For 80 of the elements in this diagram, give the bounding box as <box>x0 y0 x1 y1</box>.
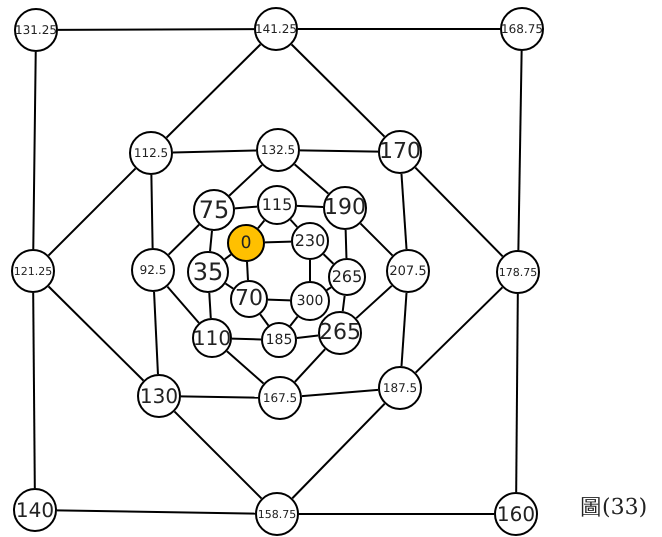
connector-line <box>294 164 330 194</box>
connector-line <box>296 204 324 208</box>
connector-line <box>246 262 249 280</box>
number-circle: 207.5 <box>386 249 430 293</box>
connector-line <box>150 174 154 248</box>
connector-line <box>414 286 504 374</box>
number-circle: 70 <box>230 280 268 318</box>
connector-line <box>228 164 263 196</box>
connector-line <box>180 395 258 399</box>
connector-line <box>224 254 232 260</box>
number-circle: 75 <box>193 189 235 231</box>
connector-line <box>153 292 159 374</box>
connector-line <box>344 230 348 258</box>
connector-line <box>299 513 494 515</box>
connector-line <box>294 348 326 383</box>
connector-line <box>290 44 386 138</box>
connector-line <box>300 149 378 153</box>
connector-line <box>264 240 292 244</box>
number-circle: 168.75 <box>500 7 544 51</box>
connector-line <box>168 224 200 256</box>
number-circle: 265 <box>318 311 362 355</box>
number-circle: 300 <box>290 281 330 321</box>
connector-line <box>208 292 212 318</box>
number-circle: 131.25 <box>14 8 58 52</box>
connector-line <box>309 260 311 281</box>
connector-line <box>209 230 213 252</box>
connector-line <box>259 314 270 326</box>
connector-line <box>400 174 408 250</box>
number-circle: 187.5 <box>378 366 422 410</box>
connector-line <box>298 28 500 30</box>
connector-line <box>58 28 254 31</box>
connector-line <box>172 150 256 154</box>
number-circle: 110 <box>192 318 232 358</box>
number-circle: 112.5 <box>129 131 173 175</box>
number-circle: 141.25 <box>254 7 298 51</box>
number-circle: 35 <box>187 251 229 293</box>
number-circle: 265 <box>328 258 366 296</box>
connector-line <box>174 410 262 500</box>
connector-line <box>515 294 519 492</box>
connector-line <box>289 316 298 327</box>
connector-line <box>517 50 523 250</box>
connector-line <box>342 296 346 312</box>
connector-line <box>48 286 144 382</box>
number-circle: 158.75 <box>255 492 299 536</box>
connector-line <box>48 168 136 256</box>
number-circle: 190 <box>323 186 367 230</box>
number-circle: 115 <box>257 185 297 225</box>
number-circle: 132.5 <box>256 128 300 172</box>
number-circle: 140 <box>13 488 57 532</box>
connector-line <box>360 222 394 256</box>
connector-line <box>356 285 392 319</box>
connector-line <box>232 338 262 340</box>
connector-line <box>414 166 504 258</box>
connector-line <box>32 293 36 488</box>
connector-line <box>166 286 200 324</box>
number-circle: 121.25 <box>11 249 55 293</box>
number-circle: 230 <box>291 222 329 260</box>
connector-line <box>400 292 408 366</box>
connector-line <box>224 282 234 290</box>
connector-line <box>257 220 266 229</box>
connector-line <box>32 52 37 250</box>
number-circle: 160 <box>494 492 538 536</box>
start-circle: 0 <box>227 224 265 262</box>
connector-line <box>268 298 290 302</box>
connector-line <box>296 334 318 339</box>
connector-line <box>226 350 264 384</box>
connector-line <box>56 509 256 515</box>
number-circle: 167.5 <box>258 376 302 420</box>
number-circle: 130 <box>137 374 181 418</box>
number-circle: 185 <box>261 322 297 358</box>
connector-line <box>166 44 262 138</box>
connector-line <box>290 219 298 228</box>
figure-caption: 圖(33) <box>580 494 648 522</box>
number-circle: 92.5 <box>131 248 175 292</box>
number-circle: 170 <box>378 130 422 174</box>
connector-line <box>292 403 386 499</box>
connector-line <box>302 388 378 398</box>
number-circle: 178.75 <box>496 250 540 294</box>
connector-line <box>234 206 258 210</box>
connector-line <box>322 254 334 264</box>
